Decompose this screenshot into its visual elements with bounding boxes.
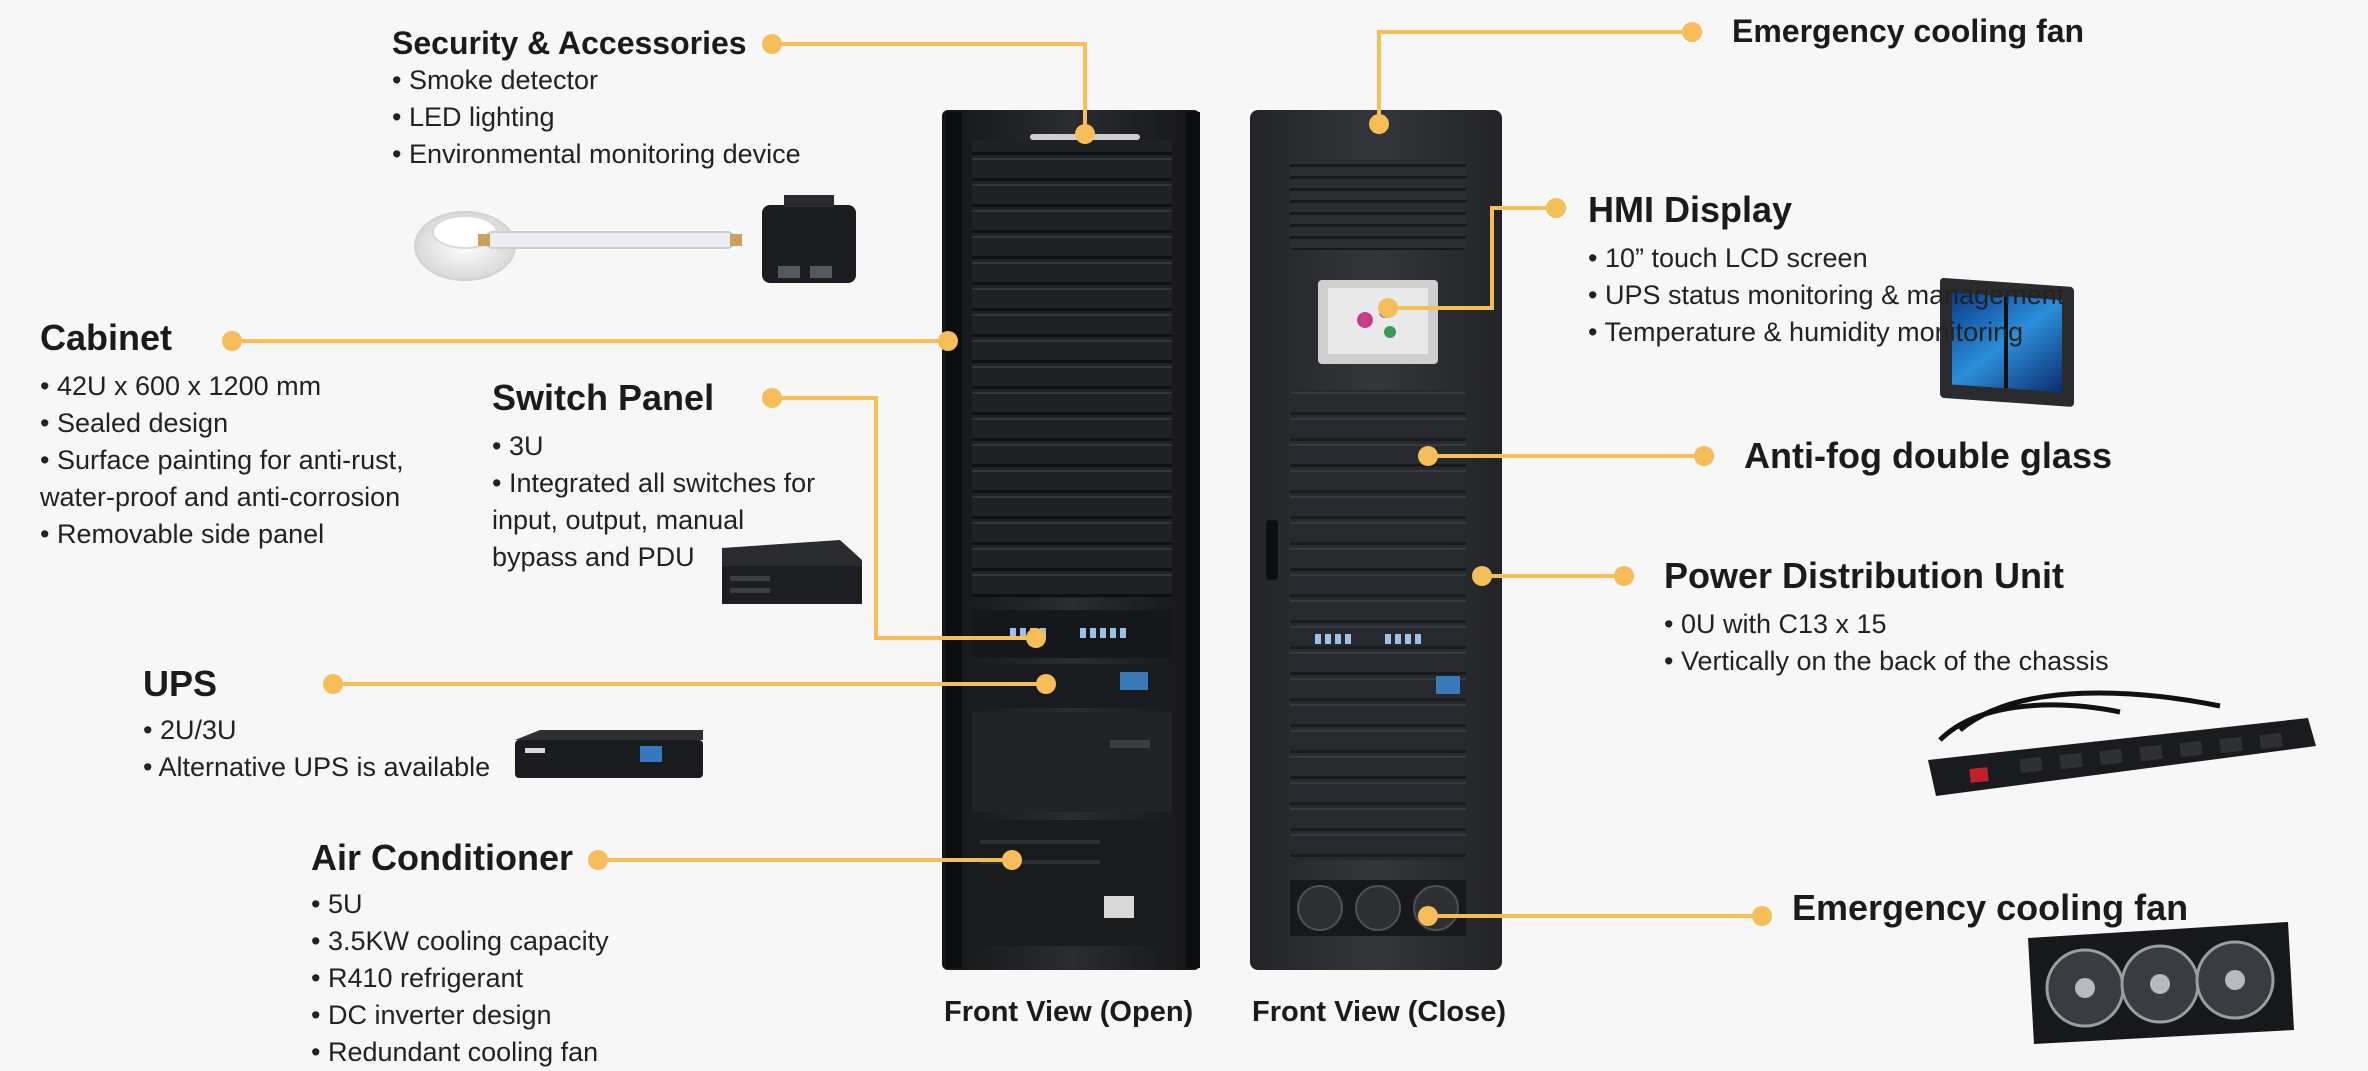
- ups-bullets: • 2U/3U • Alternative UPS is available: [143, 712, 490, 786]
- leader-security: [772, 42, 1087, 134]
- environment-monitor-icon: [762, 195, 856, 283]
- leader-lines: [222, 22, 1772, 926]
- air-conditioner-bullets: • 5U • 3.5KW cooling capacity • R410 ref…: [311, 886, 609, 1071]
- leader-fan-top: [1377, 30, 1692, 124]
- hmi-bullet: • UPS status monitoring & management: [1588, 280, 2065, 310]
- pdu-bullet: • 0U with C13 x 15: [1664, 609, 1887, 639]
- switch-panel-bullet: • Integrated all switches for input, out…: [492, 468, 816, 572]
- fan-top-title: Emergency cooling fan: [1732, 13, 2085, 49]
- leader-switch-panel: [772, 396, 1036, 640]
- led-tube-icon: [478, 231, 742, 249]
- hmi-bullet: • Temperature & humidity monitoring: [1588, 317, 2024, 347]
- security-bullet: • LED lighting: [392, 102, 555, 132]
- cabinet-open-image: [942, 110, 1200, 970]
- glass-title: Anti-fog double glass: [1744, 435, 2112, 476]
- pdu-bullet: • Vertically on the back of the chassis: [1664, 646, 2109, 676]
- security-bullets: • Smoke detector • LED lighting • Enviro…: [392, 62, 801, 173]
- air-conditioner-bullet: • 5U: [311, 889, 363, 919]
- ups-bullet: • Alternative UPS is available: [143, 752, 491, 782]
- air-conditioner-bullet: • 3.5KW cooling capacity: [311, 926, 609, 956]
- ups-unit-icon: [515, 730, 703, 778]
- security-bullet: • Smoke detector: [392, 65, 599, 95]
- hmi-title: HMI Display: [1588, 189, 1793, 230]
- fan-bottom-title: Emergency cooling fan: [1792, 887, 2189, 928]
- cabinet-bullet: • Surface painting for anti-rust, water-…: [40, 445, 404, 512]
- cabinet-bullets: • 42U x 600 x 1200 mm • Sealed design • …: [40, 368, 440, 553]
- pdu-title: Power Distribution Unit: [1664, 555, 2064, 596]
- security-bullet: • Environmental monitoring device: [392, 139, 801, 169]
- air-conditioner-title: Air Conditioner: [311, 837, 573, 878]
- switch-panel-bullet: • 3U: [492, 431, 544, 461]
- switch-panel-icon: [722, 540, 862, 604]
- air-conditioner-bullet: • DC inverter design: [311, 1000, 552, 1030]
- smoke-detector-icon: [414, 211, 516, 281]
- ups-bullet: • 2U/3U: [143, 715, 237, 745]
- ups-title: UPS: [143, 663, 218, 704]
- hmi-display-icon: [1940, 277, 2074, 407]
- switch-panel-title: Switch Panel: [492, 377, 715, 418]
- air-conditioner-bullet: • Redundant cooling fan: [311, 1037, 599, 1067]
- security-title: Security & Accessories: [392, 25, 747, 61]
- hmi-bullet: • 10” touch LCD screen: [1588, 243, 1868, 273]
- pdu-bullets: • 0U with C13 x 15 • Vertically on the b…: [1664, 606, 2109, 680]
- caption-front-close: Front View (Close): [1252, 996, 1507, 1028]
- caption-front-open: Front View (Open): [944, 996, 1194, 1028]
- cooling-fan-tray-icon: [2028, 922, 2294, 1044]
- cabinet-close-image: [1250, 110, 1502, 970]
- cabinet-bullet: • 42U x 600 x 1200 mm: [40, 371, 322, 401]
- hmi-bullets: • 10” touch LCD screen • UPS status moni…: [1588, 240, 2064, 351]
- cabinet-bullet: • Sealed design: [40, 408, 229, 438]
- pdu-strip-icon: [1928, 690, 2316, 796]
- leader-hmi: [1388, 206, 1556, 310]
- cabinet-title: Cabinet: [40, 317, 173, 358]
- cabinet-bullet: • Removable side panel: [40, 519, 325, 549]
- switch-panel-bullets: • 3U • Integrated all switches for input…: [492, 428, 832, 576]
- air-conditioner-bullet: • R410 refrigerant: [311, 963, 524, 993]
